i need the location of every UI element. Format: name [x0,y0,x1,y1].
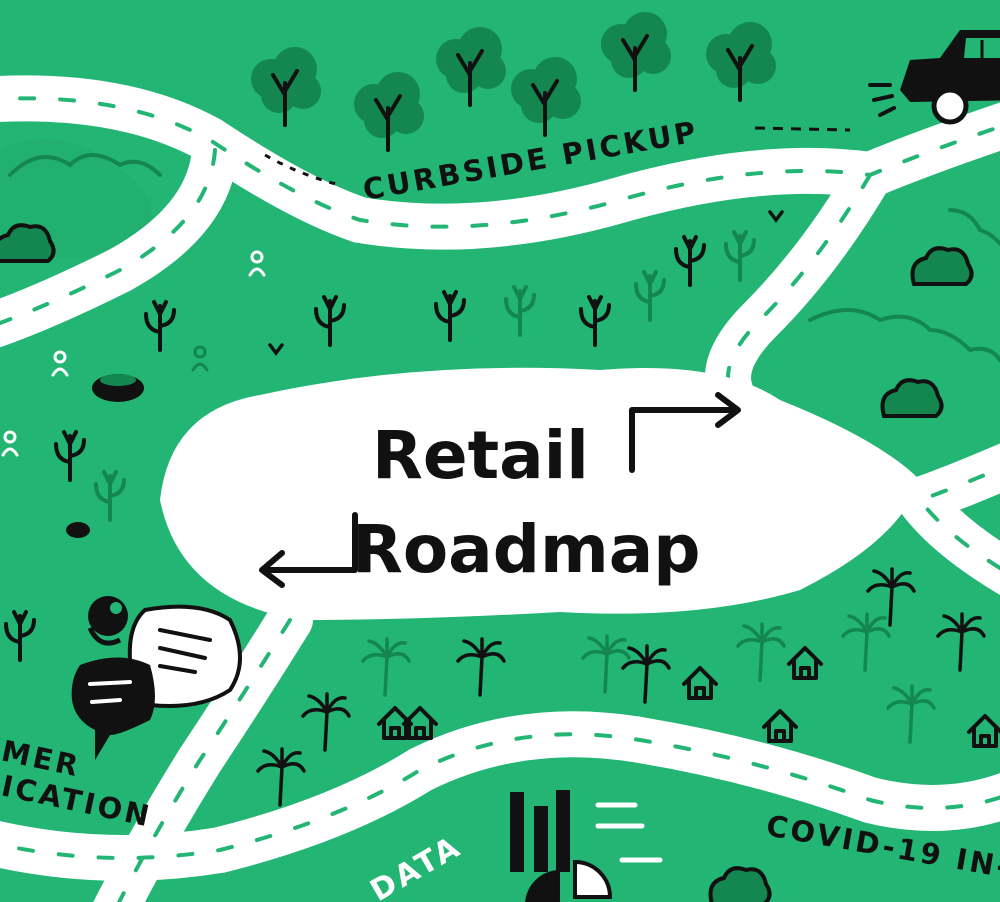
grass-tufts [268,210,784,356]
house-icon [402,706,438,740]
roads [0,75,1000,902]
cactus-icon [434,290,466,342]
house-icon [682,666,718,700]
roadmap-title: Retail Roadmap [259,392,741,588]
tree-icon [704,20,778,102]
title-roadmap: Roadmap [352,511,701,588]
palm-tree-icon [301,692,351,752]
roadmap-center-blob [160,367,920,620]
palm-tree-icon [886,684,936,744]
dotted-path-right [754,126,851,132]
palm-tree-icon [841,612,891,672]
speech-bubble-icon [71,596,242,760]
bar-chart-icon [510,790,663,872]
cactus-icon [54,430,86,482]
arrow-icon [629,392,741,473]
cactus-icon [314,295,346,347]
palm-tree-icon [866,567,916,627]
cactus-icon [4,610,36,662]
cactus-icon [674,235,706,287]
tree-icon [352,70,426,152]
palm-tree-icon [361,637,411,697]
palm-tree-icon [256,747,306,807]
arrow-icon [259,512,358,588]
title-retail: Retail [372,417,589,494]
cactus-icon [504,285,536,337]
palm-tree-icon [736,622,786,682]
tree-icon [434,25,508,107]
car-icon [868,30,1000,125]
data-label: DATA [365,829,468,902]
house-icon [787,646,823,680]
bush-icon [708,866,772,902]
palm-tree-icon [581,634,631,694]
person-icon [51,350,69,377]
bush-icon [880,378,944,418]
bush-icon [910,246,974,286]
dotted-path-left [264,153,341,187]
person-icon [191,345,209,372]
palm-tree-icon [456,637,506,697]
house-icon [967,714,1000,748]
person-icon [1,430,19,457]
cactus-icon [94,470,126,522]
house-icon [762,709,798,743]
cactus-icon [724,230,756,282]
rock-icon [66,374,144,538]
tree-icon [509,55,583,137]
tree-icon [249,45,323,127]
pie-chart-icon [525,859,613,902]
palm-tree-icon [621,644,671,704]
cactus-icon [634,270,666,322]
grass-lines [8,153,1000,362]
person-icon [248,250,266,277]
cactus-icon [579,295,611,347]
tree-icon [599,10,673,92]
cactus-icon [144,300,176,352]
palm-tree-icon [936,612,986,672]
